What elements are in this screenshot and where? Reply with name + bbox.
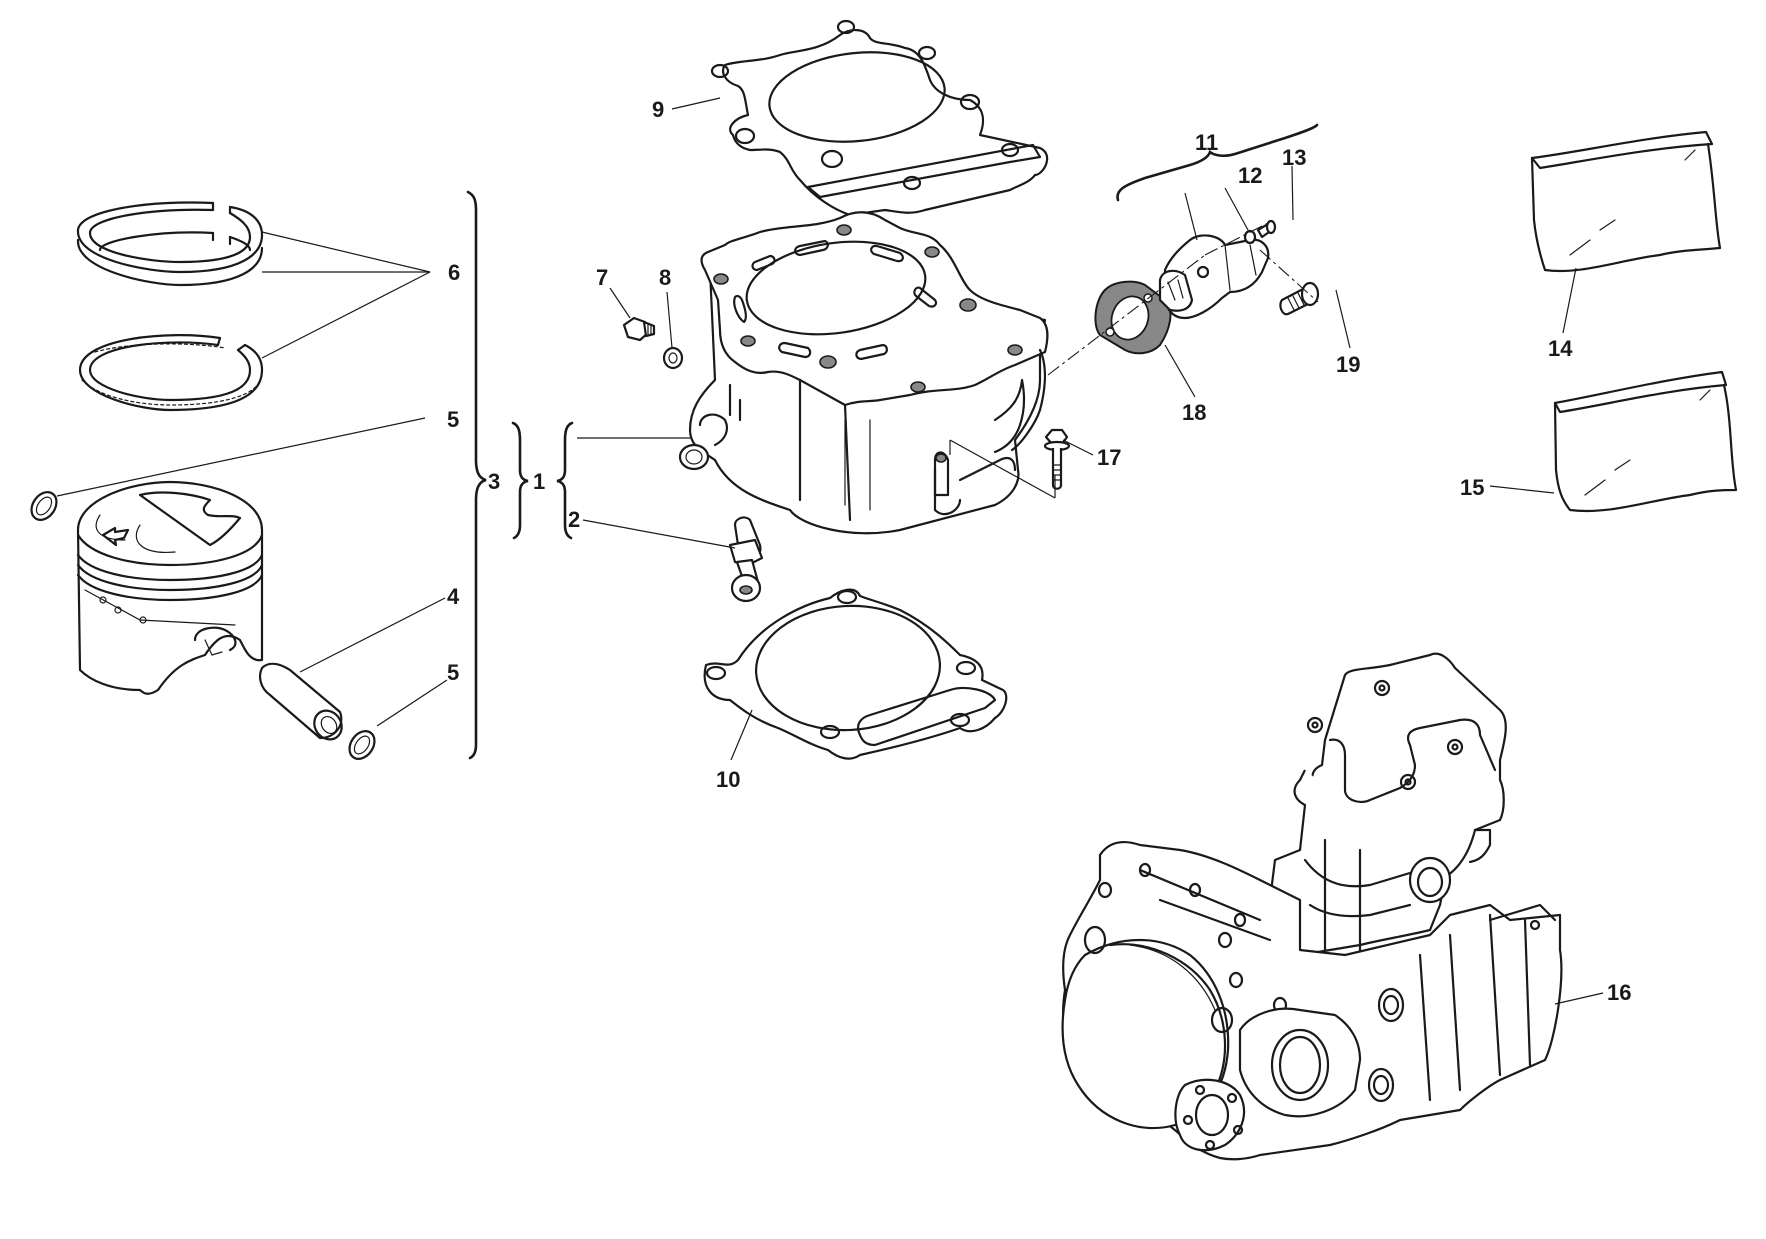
cylinder-base-gasket	[703, 588, 1008, 760]
washer	[662, 346, 684, 370]
compression-ring-top	[76, 201, 264, 274]
oil-control-ring	[78, 334, 264, 412]
tensioner-washer	[1243, 229, 1257, 245]
hose-fitting	[728, 516, 764, 603]
flange-bolt	[1043, 428, 1071, 490]
callout-5-upper: 5	[447, 407, 459, 432]
assembly-centerlines	[1047, 221, 1319, 376]
callout-6: 6	[448, 260, 460, 285]
group-brace-1-inner	[556, 421, 574, 540]
callout-17: 17	[1097, 445, 1121, 470]
callout-19: 19	[1336, 352, 1360, 377]
tensioner-plug-screw	[1256, 219, 1277, 239]
tensioner-bolt	[1279, 281, 1320, 316]
callout-3: 3	[488, 469, 500, 494]
compression-ring-second	[76, 231, 264, 287]
complete-engine	[1061, 652, 1563, 1161]
bag-upper	[1530, 130, 1722, 273]
circlip-upper	[30, 491, 58, 521]
callout-8: 8	[659, 265, 671, 290]
chain-tensioner	[1158, 234, 1270, 320]
callout-5-lower: 5	[447, 660, 459, 685]
group-brace-3	[466, 190, 487, 760]
callout-2: 2	[568, 507, 580, 532]
callout-10: 10	[716, 767, 740, 792]
screw	[622, 316, 656, 342]
callout-18: 18	[1182, 400, 1206, 425]
circlip-lower	[348, 730, 376, 760]
callout-15: 15	[1460, 475, 1484, 500]
callout-1: 1	[533, 469, 545, 494]
callout-11: 11	[1195, 130, 1218, 155]
callout-labels: 6 5 3 1 2 4 5 7 8 9 10 11 12 13 14 15 16…	[447, 97, 1631, 1005]
callout-14: 14	[1548, 336, 1573, 361]
bag-lower	[1553, 370, 1738, 513]
cylinder	[678, 211, 1049, 535]
tensioner-gasket	[1094, 280, 1172, 355]
piston	[76, 480, 264, 695]
group-brace-1-outer	[511, 421, 529, 540]
cylinder-head-gasket	[710, 19, 1049, 217]
callout-13: 13	[1282, 145, 1306, 170]
callout-7: 7	[596, 265, 608, 290]
callout-12: 12	[1238, 163, 1262, 188]
leader-lines	[56, 97, 1604, 1005]
piston-rings	[76, 201, 264, 412]
callout-9: 9	[652, 97, 664, 122]
piston-pin	[259, 662, 343, 741]
callout-16: 16	[1607, 980, 1631, 1005]
callout-4: 4	[447, 584, 460, 609]
